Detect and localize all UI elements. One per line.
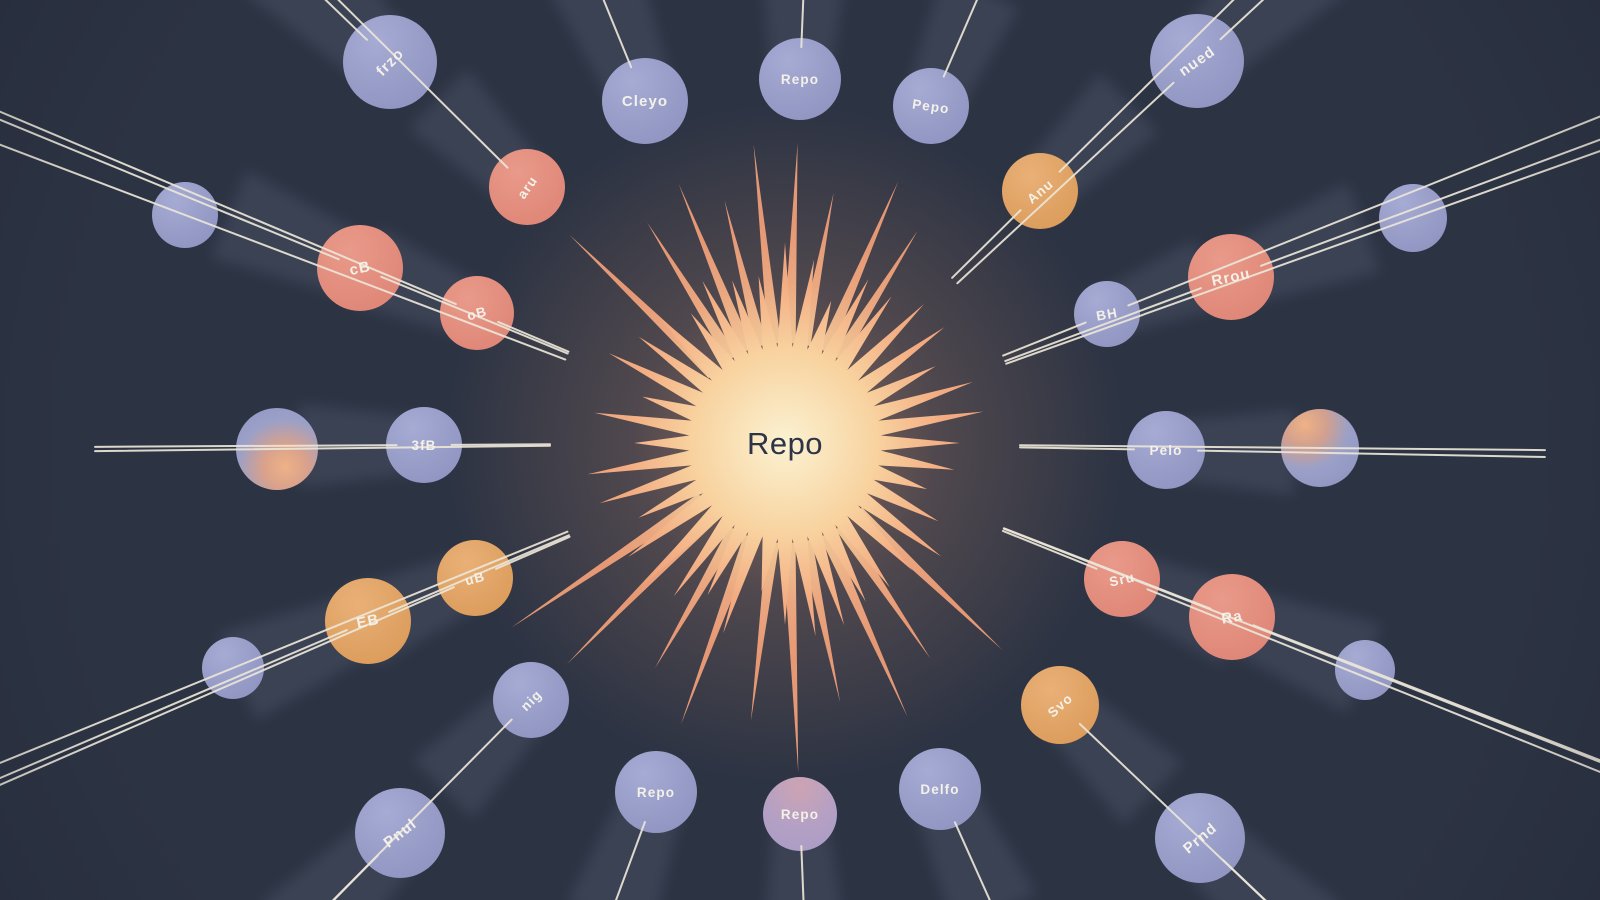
center-sun-label: Repo — [747, 426, 823, 461]
